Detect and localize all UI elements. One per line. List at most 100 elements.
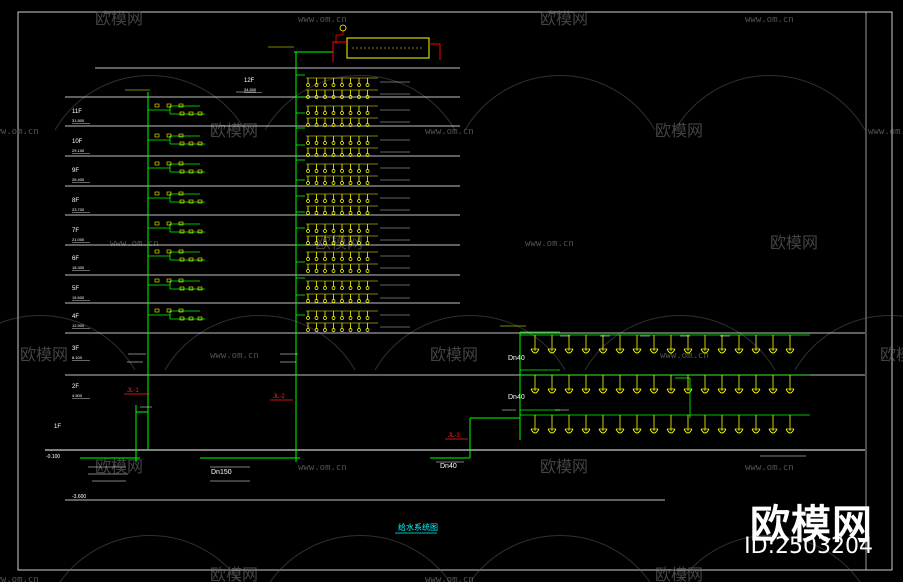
fixture-bank	[520, 334, 810, 354]
watermark-brand: 欧模网	[430, 345, 478, 364]
fixture-row	[306, 322, 410, 332]
watermark-url: www.om.cn	[868, 127, 903, 137]
fixture-row	[306, 223, 410, 233]
fixture-row	[306, 117, 410, 127]
floor-elevation: 12.900	[72, 323, 85, 328]
watermark-brand: 欧模网	[210, 121, 258, 140]
basement-elevation: -0.100	[46, 454, 60, 460]
watermark-arc	[679, 535, 861, 582]
fixture-row	[306, 193, 410, 203]
floor-label: 2F	[72, 384, 79, 390]
dim-sub-pipe: Dn40	[440, 463, 457, 470]
watermark-arc	[264, 75, 456, 131]
floor-elevation: 31.800	[72, 118, 85, 123]
pipe-tag-jl2: JL-2	[273, 394, 285, 400]
watermark-url: www.om.cn	[525, 239, 574, 249]
model-id: ID:2503204	[744, 534, 873, 559]
dim-main-pipe: Dn150	[211, 469, 232, 476]
floor-label: 12F	[244, 78, 255, 84]
fixture-row	[306, 205, 410, 215]
drawing-frame	[17, 11, 893, 571]
watermark-brand: 欧模网	[655, 121, 703, 140]
watermark-arcs	[0, 75, 903, 582]
watermark-brand: 欧模网	[770, 233, 818, 252]
watermark-arc	[674, 75, 866, 131]
pipe-network	[80, 51, 521, 462]
fixture-row	[306, 251, 410, 261]
fixture-group-small	[154, 249, 203, 262]
fixture-row	[306, 280, 410, 290]
fixture-row	[306, 163, 410, 173]
fixture-bank	[520, 414, 810, 434]
watermark-brand: 欧模网	[210, 565, 258, 582]
fixture-row	[306, 235, 410, 245]
watermark-brand: 欧模网	[655, 565, 703, 582]
floor-label: 10F	[72, 139, 83, 145]
floor-elevation: 15.600	[72, 295, 85, 300]
watermark-url: www.om.cn	[745, 463, 794, 473]
watermark-brand: 欧模网	[95, 457, 143, 476]
watermark-arc	[469, 535, 651, 582]
fixture-row	[306, 77, 410, 87]
floor-elevation: 29.100	[72, 148, 85, 153]
watermark-brand: 欧模网	[540, 9, 588, 28]
floor-elevation: 23.700	[72, 207, 85, 212]
fixture-row	[306, 89, 410, 99]
fixture-group-small	[154, 308, 203, 321]
watermark-url: www.om.cn	[210, 351, 259, 361]
watermark-arc	[794, 315, 903, 371]
lower-elevation: -3.600	[72, 494, 86, 500]
fixture-bank	[520, 374, 810, 394]
fixture-row	[306, 310, 410, 320]
watermark-url: www.om.cn	[298, 463, 347, 473]
watermark-url: www.om.cn	[660, 351, 709, 361]
floor-label: 5F	[72, 286, 79, 292]
watermark-arc	[0, 315, 136, 371]
floor-elevation: 4.500	[72, 393, 83, 398]
fixture-groups	[154, 77, 810, 434]
floor-label: 1F	[54, 424, 61, 430]
floor-elevation: 26.400	[72, 177, 85, 182]
fixture-group-small	[154, 103, 203, 116]
fixture-row	[306, 175, 410, 185]
fixture-group-small	[154, 161, 203, 174]
pipe-tag-jl3: JL-3	[448, 433, 460, 439]
watermark-url: www.om.cn	[0, 575, 39, 582]
watermark-url: www.om.cn	[425, 575, 474, 582]
roof-water-tank	[332, 24, 441, 62]
fixture-row	[306, 147, 410, 157]
fixture-row	[306, 105, 410, 115]
watermark-url: www.om.cn	[110, 239, 159, 249]
floor-label: 3F	[72, 346, 79, 352]
drawing-title: 给水系统图	[398, 522, 438, 532]
floor-label: 7F	[72, 228, 79, 234]
watermark-brand: 欧模网	[95, 9, 143, 28]
fixture-row	[306, 135, 410, 145]
watermark-arc	[269, 535, 451, 582]
watermark-arc	[464, 75, 656, 131]
watermark-text-layer: 欧模网欧模网欧模网欧模网欧模网欧模网欧模网欧模网欧模网欧模网欧模网欧模网欧模网w…	[0, 9, 903, 582]
watermark-url: www.om.cn	[0, 127, 39, 137]
floor-label: 9F	[72, 168, 79, 174]
floor-elevation: 34.500	[244, 87, 257, 92]
watermark-arc	[164, 315, 356, 371]
floor-label: 4F	[72, 314, 79, 320]
watermark-arc	[374, 315, 566, 371]
watermark-arc	[584, 315, 776, 371]
fixture-group-small	[154, 191, 203, 204]
watermark-brand: 欧模网	[880, 345, 903, 364]
floor-label: 6F	[72, 256, 79, 262]
brand-logo-text: 欧模网	[750, 502, 873, 548]
fixture-row	[306, 293, 410, 303]
watermark-arc	[54, 75, 246, 131]
watermark-brand: 欧模网	[540, 457, 588, 476]
fixture-group-small	[154, 133, 203, 146]
floor-elevation: 21.000	[72, 237, 85, 242]
watermark-brand: 欧模网	[20, 345, 68, 364]
dim-branch-a: Dn40	[508, 355, 525, 362]
fixture-group-small	[154, 278, 203, 291]
annotation-marks	[88, 46, 806, 482]
floor-elevation: 8.100	[72, 355, 83, 360]
